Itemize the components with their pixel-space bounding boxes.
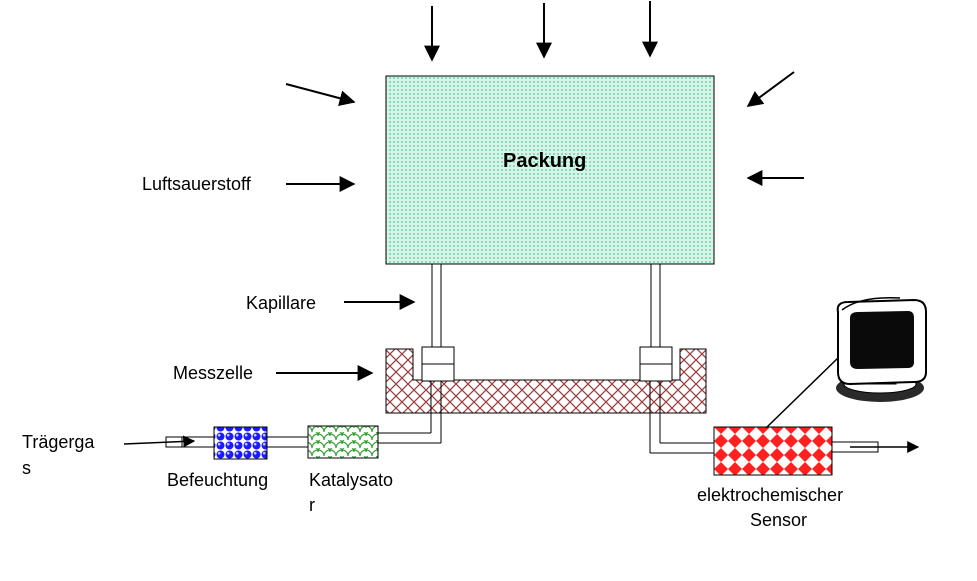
oxygen-arrows [276, 1, 804, 381]
arrow-left-diag [285, 83, 356, 107]
packung-box [385, 75, 715, 265]
packung-label: Packung [503, 150, 587, 172]
befeuchtung-box [213, 426, 268, 460]
arrow-traegergas [123, 435, 196, 448]
traegergas-label-line1: Trägerga [22, 432, 95, 452]
arrow-right-diag [746, 71, 795, 107]
gas-tubing [267, 381, 714, 454]
cell-connectors [421, 346, 673, 382]
capillaries [431, 264, 661, 347]
traegergas-label-line2: s [22, 458, 31, 478]
messzelle-label: Messzelle [173, 363, 254, 383]
sensor-label-line1: elektrochemischer [697, 485, 844, 505]
sensor-label-line2: Sensor [750, 510, 808, 530]
befeuchtung-label: Befeuchtung [167, 470, 269, 490]
katalysator-label-line2: r [309, 495, 315, 515]
katalysator-box [307, 425, 379, 459]
luftsauerstoff-label: Luftsauerstoff [142, 174, 251, 194]
computer-monitor-icon [836, 297, 927, 402]
sensor-box [713, 426, 833, 476]
katalysator-label-line1: Katalysato [309, 470, 394, 490]
messzelle-body [385, 348, 707, 414]
kapillare-label: Kapillare [246, 293, 317, 313]
sensor-cable [765, 355, 841, 429]
